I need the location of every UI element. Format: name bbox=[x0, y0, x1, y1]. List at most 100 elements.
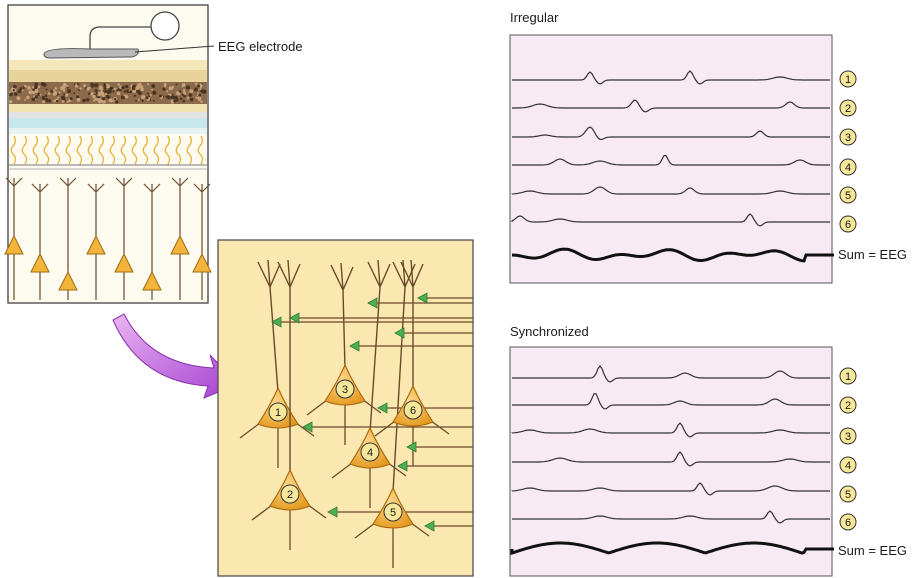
skull-dot bbox=[121, 96, 125, 100]
neuron-number: 2 bbox=[287, 489, 293, 501]
skull-dot bbox=[90, 83, 93, 86]
skull-dot bbox=[78, 89, 80, 91]
irregular-title: Irregular bbox=[510, 10, 559, 25]
skull-dot bbox=[53, 100, 56, 103]
skull-dot bbox=[151, 84, 155, 88]
trace-number: 4 bbox=[845, 460, 851, 472]
skull-dot bbox=[76, 95, 79, 98]
trace-number: 2 bbox=[845, 103, 851, 115]
skull-dot bbox=[183, 91, 186, 94]
trace-number: 2 bbox=[845, 400, 851, 412]
skull-dot bbox=[48, 99, 51, 102]
skull-dot bbox=[189, 93, 193, 97]
skull-dot bbox=[176, 91, 180, 95]
skull-dot bbox=[42, 100, 45, 103]
skull-dot bbox=[102, 97, 105, 100]
skull-dot bbox=[41, 82, 45, 86]
skull-dot bbox=[95, 89, 98, 92]
skull-dot bbox=[77, 83, 79, 85]
skull-dot bbox=[55, 87, 58, 90]
electrode-label: EEG electrode bbox=[218, 39, 303, 54]
skull-dot bbox=[16, 96, 20, 100]
skull-dot bbox=[102, 94, 105, 97]
skull-dot bbox=[125, 95, 128, 98]
neuron-number: 4 bbox=[367, 447, 373, 459]
skull-dot bbox=[180, 97, 183, 100]
skull-dot bbox=[148, 95, 150, 97]
neuron-number: 1 bbox=[275, 407, 281, 419]
skull-dot bbox=[82, 99, 86, 103]
skull-dot bbox=[26, 96, 30, 100]
skull-dot bbox=[195, 97, 197, 99]
synchronized-title: Synchronized bbox=[510, 324, 589, 339]
skull-dot bbox=[27, 86, 31, 90]
trace-number: 5 bbox=[845, 489, 851, 501]
skull-dot bbox=[125, 85, 128, 88]
trace-number: 1 bbox=[845, 74, 851, 86]
skull-dot bbox=[20, 87, 23, 90]
skull-dot bbox=[24, 85, 26, 87]
trace-number: 5 bbox=[845, 190, 851, 202]
skull-dot bbox=[46, 89, 48, 91]
skull-dot bbox=[91, 93, 93, 95]
skull-dot bbox=[99, 87, 101, 89]
skull-dot bbox=[56, 100, 58, 102]
skull-dot bbox=[135, 86, 139, 90]
skull-dot bbox=[67, 89, 71, 93]
skull-dot bbox=[103, 84, 106, 87]
skull-dot bbox=[147, 83, 149, 85]
skull-dot bbox=[9, 100, 12, 103]
skull-dot bbox=[88, 92, 91, 95]
skull-dot bbox=[32, 97, 36, 101]
skull-dot bbox=[172, 94, 174, 96]
skull-dot bbox=[9, 93, 13, 97]
skull-dot bbox=[159, 94, 162, 97]
trace-number: 4 bbox=[845, 162, 851, 174]
skull-dot bbox=[138, 99, 140, 101]
skull-dot bbox=[79, 87, 81, 89]
skull-dot bbox=[132, 86, 136, 90]
skull-dot bbox=[189, 89, 193, 93]
skull-dot bbox=[77, 98, 81, 102]
skull-dot bbox=[182, 94, 184, 96]
skull-dot bbox=[63, 89, 66, 92]
skull-dot bbox=[201, 91, 203, 93]
irregular-sum-label: Sum = EEG bbox=[838, 247, 907, 262]
skull-dot bbox=[86, 87, 89, 90]
skull-dot bbox=[152, 91, 156, 95]
skull-dot bbox=[175, 98, 179, 102]
skull-dot bbox=[129, 90, 132, 93]
skull-dot bbox=[63, 93, 65, 95]
skull-dot bbox=[146, 96, 149, 99]
skull-dot bbox=[200, 100, 202, 102]
trace-number: 6 bbox=[845, 517, 851, 529]
skull-dot bbox=[62, 97, 66, 101]
neuron-number: 3 bbox=[342, 384, 348, 396]
skull-dot bbox=[115, 100, 118, 103]
skull-dot bbox=[104, 87, 107, 90]
skull-dot bbox=[166, 90, 168, 92]
skull-dot bbox=[162, 87, 165, 90]
trace-number: 6 bbox=[845, 219, 851, 231]
skull-dot bbox=[198, 94, 201, 97]
skull-dot bbox=[34, 85, 38, 89]
skull-dot bbox=[183, 89, 185, 91]
skull-dot bbox=[167, 95, 171, 99]
skull-dot bbox=[70, 97, 73, 100]
skull-dot bbox=[67, 87, 69, 89]
skull-dot bbox=[169, 86, 173, 90]
skull-dot bbox=[65, 94, 68, 97]
skull-dot bbox=[195, 83, 198, 86]
skull-dot bbox=[172, 96, 175, 99]
skull-dot bbox=[83, 84, 86, 87]
skull-dot bbox=[45, 98, 48, 101]
skull-dot bbox=[140, 87, 144, 91]
skull-dot bbox=[35, 89, 39, 93]
skull-dot bbox=[98, 99, 101, 102]
skull-dot bbox=[142, 100, 144, 102]
skull-dot bbox=[106, 84, 110, 88]
skull-dot bbox=[48, 92, 51, 95]
skull-dot bbox=[164, 83, 167, 86]
skull-dot bbox=[45, 95, 47, 97]
